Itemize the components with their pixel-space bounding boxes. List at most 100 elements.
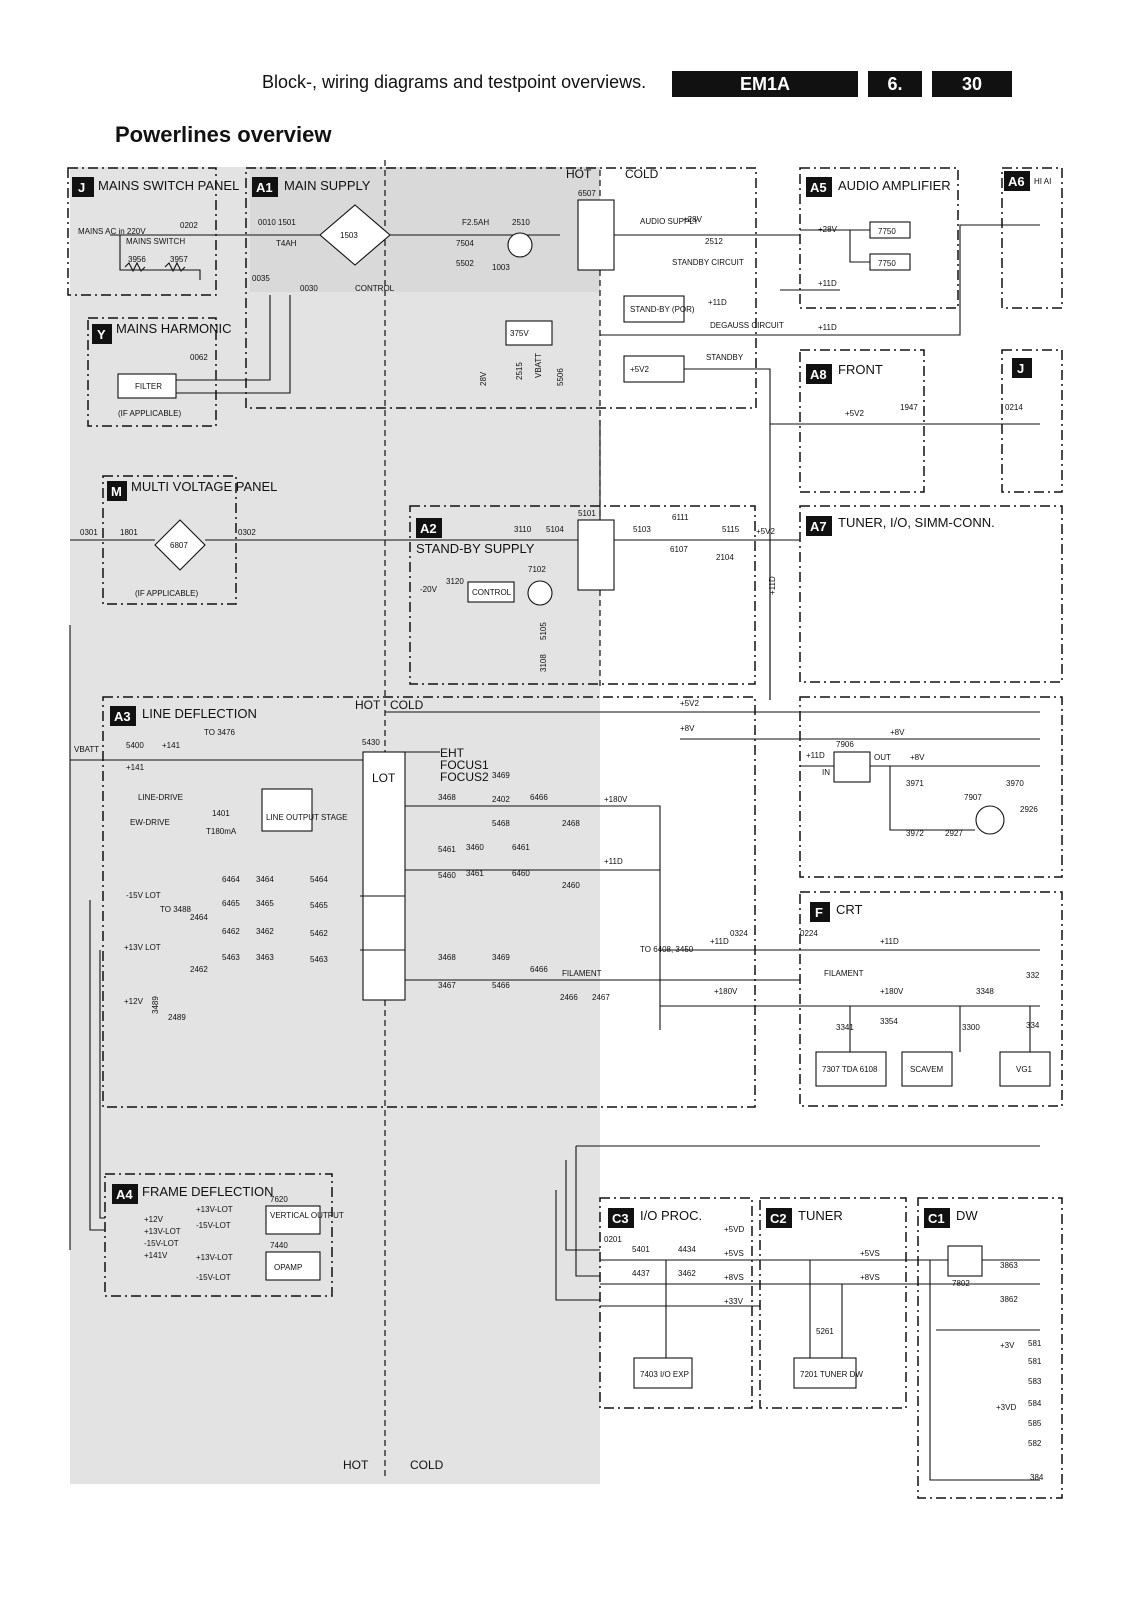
v141-a4-label: +141V (144, 1251, 168, 1260)
panel-a3-tag: A3 (114, 709, 131, 724)
to-3476-label: TO 3476 (204, 728, 236, 737)
cold-label-top: COLD (625, 167, 659, 181)
v13-vo-label: +13V-LOT (196, 1205, 233, 1214)
panel-c1-dw: C1 DW 7802 3863 3862 +3V 581 581 583 +3V… (906, 1197, 1063, 1499)
panel-a1-main-supply: A1 MAIN SUPPLY 1503 0010 1501 T4AH F2.5A… (200, 167, 1040, 700)
y-note-label: (IF APPLICABLE) (118, 409, 181, 418)
regulator-section: +11D 7906 IN OUT +8V +8V 3971 3970 7907 … (799, 696, 1063, 878)
coil-5466-label: 5466 (492, 981, 510, 990)
coil-5401-label: 5401 (632, 1245, 650, 1254)
mosfet-7504 (507, 232, 533, 258)
reg-out-label: OUT (874, 753, 891, 762)
res-3460-label: 3460 (466, 843, 484, 852)
coil-5502-label: 1003 (492, 263, 510, 272)
coil-5105-label: 5105 (539, 622, 548, 640)
res-3465-label: 3465 (256, 899, 274, 908)
cold-label-bottom: COLD (410, 1458, 444, 1472)
v13-lot-label: +13V LOT (124, 943, 161, 952)
cap-2104-label: 2104 (716, 553, 734, 562)
v375-label: 28V (479, 371, 488, 386)
trafo-5101-label: 5101 (578, 509, 596, 518)
fuse-t180-label: T180mA (206, 827, 237, 836)
res-384-label: 384 (1030, 1473, 1044, 1482)
diode-6465-label: 6465 (222, 899, 240, 908)
res-581a-label: 581 (1028, 1339, 1042, 1348)
res-3341-label: 3341 (836, 1023, 854, 1032)
vertical-output-label: VERTICAL OUTPUT (270, 1211, 344, 1220)
panel-c2-tuner: C2 TUNER +5VS +8VS 5261 7201 TUNER DW (665, 1197, 907, 1409)
standby-por-label: +11D (708, 298, 727, 307)
v180-f2-label: +180V (880, 987, 904, 996)
coil-5115-label: 5115 (722, 525, 740, 534)
focus2-label: FOCUS2 (440, 770, 489, 784)
v11d-f2-label: +11D (880, 937, 899, 946)
panel-j-title: MAINS SWITCH PANEL (98, 178, 239, 193)
panel-c3-tag: C3 (612, 1211, 629, 1226)
vbatt-a1-label: 5506 (556, 368, 565, 386)
diode-6111-label: 6111 (672, 513, 689, 522)
ic-tda6108-label: 7307 TDA 6108 (822, 1065, 878, 1074)
opamp-block (265, 1251, 321, 1281)
panel-a8-tag: A8 (810, 367, 827, 382)
cap-2464-label: 2464 (190, 913, 208, 922)
res-585-label: 585 (1028, 1419, 1042, 1428)
res-3300-label: 3300 (962, 1023, 980, 1032)
standby-circuit (623, 295, 685, 323)
header-model-badge: EM1A (672, 71, 858, 97)
res-3468-b-label: 3468 (438, 953, 456, 962)
ic-7403-io-exp (633, 1357, 693, 1389)
control-a2-label: CONTROL (472, 588, 512, 597)
v33-label: +33V (724, 1297, 744, 1306)
hot-label-top: HOT (566, 167, 592, 181)
bridge-6807 (154, 519, 206, 571)
mosfet-7504-label: 2510 (512, 218, 530, 227)
fuse-f25ah-label: 7504 (456, 239, 474, 248)
vm15-op-label: -15V-LOT (196, 1273, 231, 1282)
v11d-a1-label: DEGAUSS CIRCUIT (710, 321, 784, 330)
standby-circuit-label: STAND-BY (POR) (630, 305, 695, 314)
eht-label: EHT (440, 746, 465, 760)
degauss-label: +5V2 (630, 365, 649, 374)
conn-0302-label: 0302 (238, 528, 256, 537)
panel-y-title: MAINS HARMONIC (116, 321, 232, 336)
res-3970-label: 3970 (1006, 779, 1024, 788)
panel-f-crt: F CRT TO 6408, 3450 +11D 0324 0224 +11D … (640, 891, 1063, 1107)
v8vs-c3-label: +8VS (724, 1273, 744, 1282)
res-3957-label: 3957 (170, 255, 188, 264)
res-3108-label: 3108 (539, 654, 548, 672)
panel-j-right-tag: J (1017, 361, 1024, 376)
m-note-label: (IF APPLICABLE) (135, 589, 198, 598)
line-output-stage-label: LINE OUTPUT STAGE (266, 813, 348, 822)
diode-6507-label: AUDIO SUPPLY (640, 217, 699, 226)
panel-a8-front: A8 FRONT +5V2 1947 0214 J (770, 349, 1063, 493)
vg1-label: VG1 (1016, 1065, 1033, 1074)
header-page-badge: 30 (932, 71, 1012, 97)
trafo-5506-label: 6507 (578, 189, 596, 198)
conn-0062-label: 0062 (190, 353, 208, 362)
res-3971-label: 3971 (906, 779, 924, 788)
vm15-a4-label: -15V-LOT (144, 1239, 179, 1248)
ew-drive-label: EW-DRIVE (130, 818, 170, 827)
panel-a8-title: FRONT (838, 362, 883, 377)
transformer-5506 (577, 199, 615, 271)
res-3468-a-label: 3468 (438, 793, 456, 802)
diode-6461-label: 6461 (512, 843, 530, 852)
v5v2-a1-label: STANDBY (706, 353, 744, 362)
panel-a1-title: MAIN SUPPLY (284, 178, 371, 193)
panel-a3-line-deflection: A3 LINE DEFLECTION LOT LINE OUTPUT STAGE… (69, 625, 1040, 1250)
panel-j-mains-switch: J MAINS SWITCH PANEL MAINS AC in 220V MA… (67, 167, 239, 296)
v11d-a5b-label: +11D (818, 323, 837, 332)
page-title: Powerlines overview (115, 122, 332, 147)
res-3469-b-label: 3469 (492, 953, 510, 962)
v5vs-c2-label: +5VS (860, 1249, 880, 1258)
panel-y-mains-harmonic: Y MAINS HARMONIC FILTER (IF APPLICABLE) … (87, 295, 291, 427)
mains-switch-label: MAINS SWITCH (126, 237, 185, 246)
tr-7907-label: 7907 (964, 793, 982, 802)
conn-1003-label: 0035 (252, 274, 270, 283)
vbatt-a3-label: VBATT (74, 745, 99, 754)
filter-block (117, 373, 177, 399)
cap-2460-label: 2460 (562, 881, 580, 890)
v5v2-a8-label: +5V2 (845, 409, 864, 418)
panel-a5-title: AUDIO AMPLIFIER (838, 178, 951, 193)
panel-a2-standby-supply: A2 STAND-BY SUPPLY 3110 5104 5101 5103 6… (409, 505, 800, 700)
